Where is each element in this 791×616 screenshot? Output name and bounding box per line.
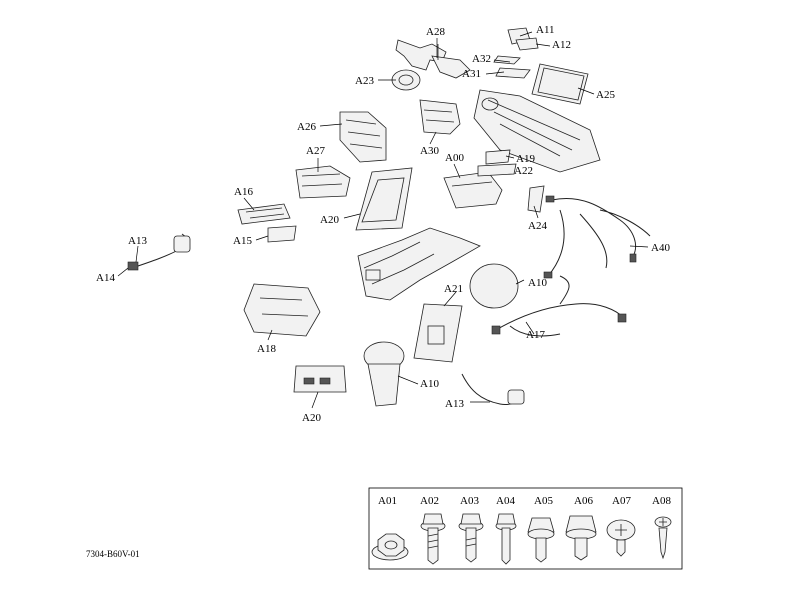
- part-switch-panel: [339, 111, 387, 163]
- hex-flange-bolt-icon: [458, 513, 484, 563]
- callout-a00: A00: [445, 152, 464, 164]
- part-wiring-harness-console: [491, 275, 627, 337]
- large-hex-bolt-icon: [565, 515, 597, 561]
- legend-label-a08: A08: [652, 495, 671, 507]
- callout-a14: A14: [96, 272, 115, 284]
- callout-a23: A23: [355, 75, 374, 87]
- part-display-panel: [531, 63, 589, 105]
- callout-a12: A12: [552, 39, 571, 51]
- part-sensor-cable-left: [127, 233, 191, 271]
- callout-a18: A18: [257, 343, 276, 355]
- callout-a17: A17: [526, 329, 545, 341]
- callout-a13-lower: A13: [445, 398, 464, 410]
- part-combination-switch: [395, 39, 471, 79]
- part-control-unit: [443, 171, 503, 209]
- callout-a24: A24: [528, 220, 547, 232]
- part-small-brackets: [493, 27, 539, 79]
- callout-a20-upper: A20: [320, 214, 339, 226]
- callout-a22: A22: [514, 165, 533, 177]
- part-clock-spring: [391, 69, 421, 91]
- callout-a11: A11: [536, 24, 555, 36]
- callout-a25: A25: [596, 89, 615, 101]
- legend-label-a02: A02: [420, 495, 439, 507]
- callout-a15: A15: [233, 235, 252, 247]
- callout-a10-lower: A10: [420, 378, 439, 390]
- part-wiring-harness-main: [543, 195, 651, 279]
- part-duct-module: [419, 99, 461, 135]
- part-floor-console: [357, 227, 481, 301]
- callout-a21: A21: [444, 283, 463, 295]
- callout-a10-right: A10: [528, 277, 547, 289]
- tapping-screw-icon: [654, 516, 672, 560]
- legend-label-a03: A03: [460, 495, 479, 507]
- callout-a32: A32: [472, 53, 491, 65]
- part-support-bracket: [527, 185, 545, 213]
- hex-flange-bolt-long-icon: [420, 513, 446, 565]
- callout-a40: A40: [651, 242, 670, 254]
- part-sensor-cable-lower: [461, 373, 525, 405]
- callout-a13-left: A13: [128, 235, 147, 247]
- leader-lines: [117, 31, 649, 409]
- callout-labels: A28 A11 A12 A32 A31 A23 A25 A26 A30 A27 …: [96, 24, 670, 424]
- part-usb-port-panel: [293, 365, 347, 393]
- fastener-legend: A01 A02 A03 A04 A05 A06 A07 A08: [368, 487, 683, 570]
- callout-a20-lower: A20: [302, 412, 321, 424]
- legend-label-a06: A06: [574, 495, 593, 507]
- part-climate-control-panel: [243, 283, 321, 337]
- hex-washer-bolt-icon: [527, 517, 555, 563]
- legend-label-a04: A04: [496, 495, 515, 507]
- part-cup-holder-round: [413, 263, 519, 363]
- part-switch-bezel: [477, 149, 517, 177]
- callout-a19: A19: [516, 153, 535, 165]
- pan-head-screw-icon: [606, 519, 636, 557]
- callout-a16: A16: [234, 186, 253, 198]
- legend-label-a05: A05: [534, 495, 553, 507]
- part-window-switch: [237, 203, 297, 243]
- callout-a27: A27: [306, 145, 325, 157]
- callout-a30: A30: [420, 145, 439, 157]
- part-console-lid-panel: [355, 167, 413, 231]
- legend-label-a01: A01: [378, 495, 397, 507]
- callout-a26: A26: [297, 121, 316, 133]
- flange-nut-icon: [371, 533, 409, 561]
- part-cup-holder: [363, 341, 405, 407]
- hex-bolt-slim-icon: [495, 513, 517, 565]
- callout-a28: A28: [426, 26, 445, 38]
- part-control-module: [295, 165, 351, 199]
- figure-id: 7304-B60V-01: [86, 549, 140, 559]
- legend-label-a07: A07: [612, 495, 631, 507]
- callout-a31: A31: [462, 68, 481, 80]
